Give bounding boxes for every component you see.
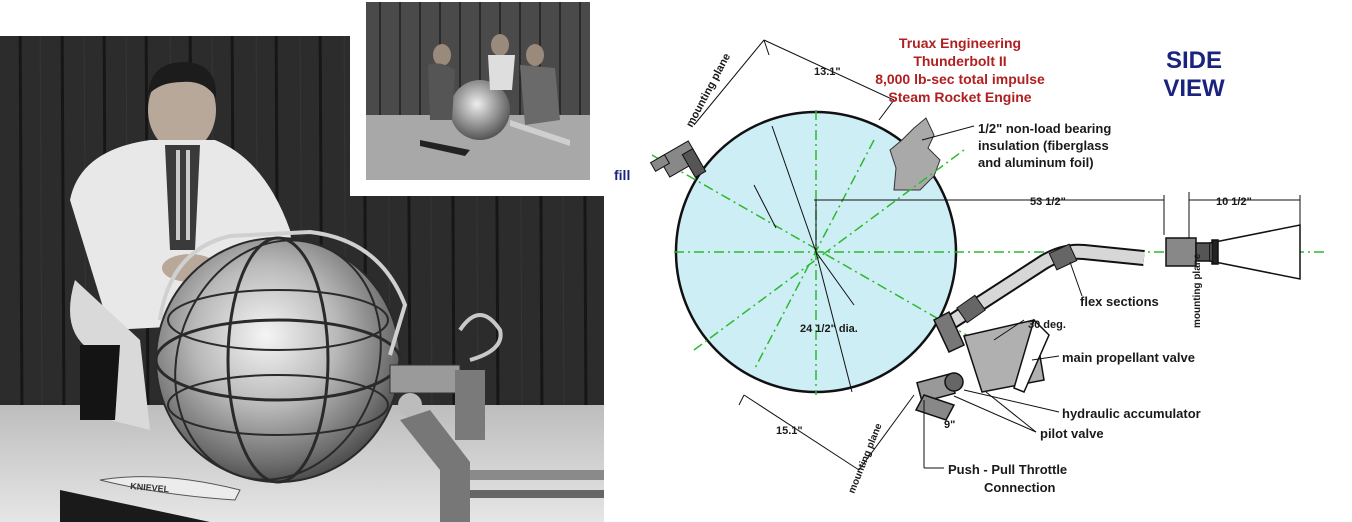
insulation-line-2: insulation (fiberglass <box>978 138 1109 153</box>
skycycle-model: KNIEVEL <box>60 476 241 522</box>
propellant-sphere <box>154 236 402 484</box>
dim-9-label: 9" <box>944 419 955 431</box>
engine-photograph: KNIEVEL <box>0 0 604 522</box>
support-frame <box>158 229 408 356</box>
top-mounting-dimension <box>693 39 895 126</box>
pilot-valve-label: pilot valve <box>1040 426 1104 441</box>
dim-53-label: 53 1/2" <box>1030 196 1066 208</box>
deg30-label: 30 deg. <box>1028 319 1066 331</box>
dim-15-label: 15.1" <box>776 425 803 437</box>
view-line-1: SIDE <box>1166 47 1222 74</box>
view-label: SIDE VIEW <box>1163 47 1225 102</box>
fill-label: fill <box>614 167 630 183</box>
valve-plumbing <box>389 364 604 522</box>
sled-text: KNIEVEL <box>130 481 170 494</box>
flex-sections-label: flex sections <box>1080 294 1159 309</box>
dim-13-label: 13.1" <box>814 66 841 78</box>
title-line-3: 8,000 lb-sec total impulse <box>875 71 1045 87</box>
title-line-4: Steam Rocket Engine <box>888 89 1031 105</box>
mounting-plane-top-label: mounting plane <box>684 51 733 129</box>
engine-title: Truax Engineering Thunderbolt II 8,000 l… <box>875 35 1045 105</box>
insulation-patch <box>889 117 941 191</box>
insulation-line-3: and aluminum foil) <box>978 155 1094 170</box>
title-line-2: Thunderbolt II <box>913 53 1006 69</box>
length-dimension <box>964 192 1301 240</box>
flex-pipe <box>934 243 1145 337</box>
mounting-plane-bottom-label: mounting plane <box>847 422 885 496</box>
fill-valve <box>649 140 707 178</box>
hydraulic-accumulator-label: hydraulic accumulator <box>1062 406 1201 421</box>
engine-side-view-diagram: Truax Engineering Thunderbolt II 8,000 l… <box>614 35 1324 496</box>
view-line-2: VIEW <box>1163 75 1225 102</box>
title-line-1: Truax Engineering <box>899 35 1021 51</box>
insulation-line-1: 1/2" non-load bearing <box>978 121 1111 136</box>
inset-photograph <box>350 0 604 196</box>
leader-lines <box>921 125 1083 469</box>
main-valve-label: main propellant valve <box>1062 350 1195 365</box>
nozzle <box>1165 224 1301 280</box>
throttle-line-1: Push - Pull Throttle <box>948 462 1067 477</box>
valve-block <box>914 310 1050 421</box>
diameter-label: 24 1/2" dia. <box>800 323 858 335</box>
bottom-mounting-dimension <box>738 394 915 471</box>
dim-10-label: 10 1/2" <box>1216 196 1252 208</box>
throttle-line-2: Connection <box>984 480 1056 495</box>
mounting-plane-right-label: mounting plane <box>1192 253 1203 328</box>
internal-dimension-lines <box>753 125 964 393</box>
